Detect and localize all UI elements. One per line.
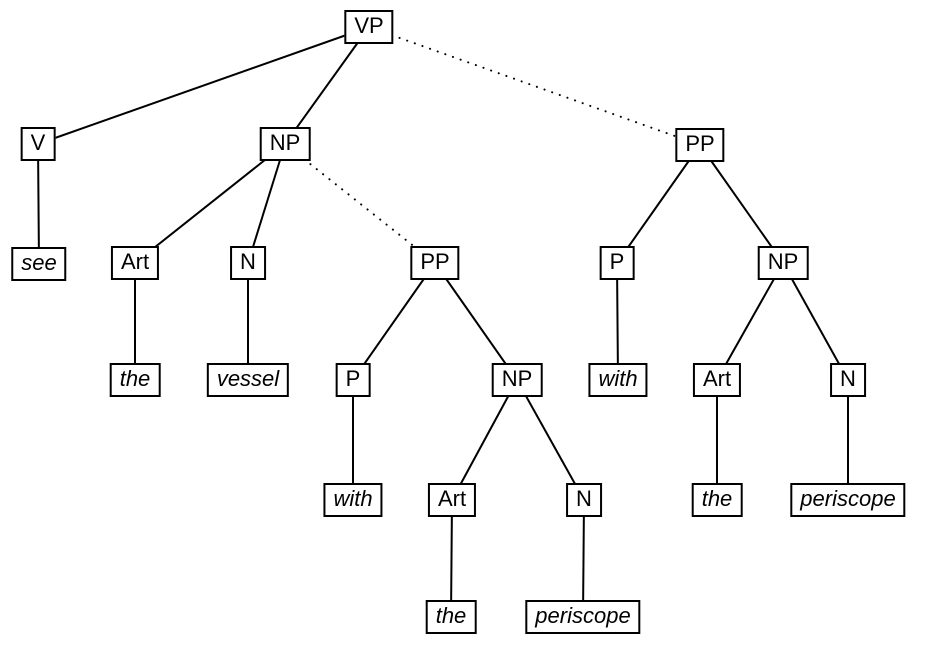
tree-edge-np-main-n-main-solid	[247, 143, 286, 264]
tree-edge-art-mid-the-mid-solid	[450, 499, 453, 618]
tree-node-n-mid: N	[566, 483, 602, 517]
tree-node-vp: VP	[344, 10, 394, 44]
tree-node-the-right: the	[691, 483, 743, 517]
tree-node-vessel: vessel	[206, 363, 290, 397]
tree-edge-pp-right-p-right-solid	[616, 144, 701, 264]
tree-node-np-main: NP	[259, 127, 311, 161]
tree-node-with-mid: with	[323, 483, 383, 517]
tree-edge-p-right-with-right-solid	[616, 262, 619, 381]
tree-edge-vp-v-solid	[37, 26, 370, 145]
tree-node-v: V	[20, 127, 56, 161]
tree-edge-pp-right-np-right-solid	[699, 144, 784, 264]
tree-node-art-mid: Art	[427, 483, 477, 517]
tree-node-p-right: P	[599, 246, 635, 280]
tree-edge-vp-pp-right-dotted	[368, 26, 701, 146]
tree-node-see: see	[11, 247, 67, 281]
tree-node-np-mid: NP	[491, 363, 543, 397]
tree-edge-pp-mid-p-mid-solid	[352, 262, 436, 381]
tree-edge-np-main-art-main-solid	[134, 143, 286, 264]
tree-edge-np-right-n-right-solid	[782, 262, 849, 381]
tree-node-np-right: NP	[757, 246, 809, 280]
tree-node-pp-mid: PP	[410, 246, 460, 280]
tree-edge-pp-mid-np-mid-solid	[434, 262, 518, 381]
tree-node-pp-right: PP	[675, 128, 725, 162]
tree-node-art-main: Art	[110, 246, 160, 280]
tree-node-with-right: with	[588, 363, 648, 397]
tree-edge-np-main-pp-mid-dotted	[284, 143, 436, 264]
tree-edge-vp-np-main-solid	[284, 26, 370, 145]
tree-node-periscope-right: periscope	[790, 483, 906, 517]
tree-edge-n-mid-periscope-mid-solid	[582, 499, 585, 618]
tree-node-n-right: N	[830, 363, 866, 397]
tree-edge-np-mid-art-mid-solid	[451, 379, 518, 501]
tree-node-periscope-mid: periscope	[525, 600, 641, 634]
tree-edge-v-see-solid	[37, 143, 40, 265]
tree-node-the-mid: the	[425, 600, 477, 634]
tree-node-the-main: the	[109, 363, 161, 397]
tree-node-art-right: Art	[692, 363, 742, 397]
tree-edge-np-mid-n-mid-solid	[516, 379, 585, 501]
tree-node-p-mid: P	[335, 363, 371, 397]
tree-edge-np-right-art-right-solid	[716, 262, 784, 381]
tree-node-n-main: N	[230, 246, 266, 280]
